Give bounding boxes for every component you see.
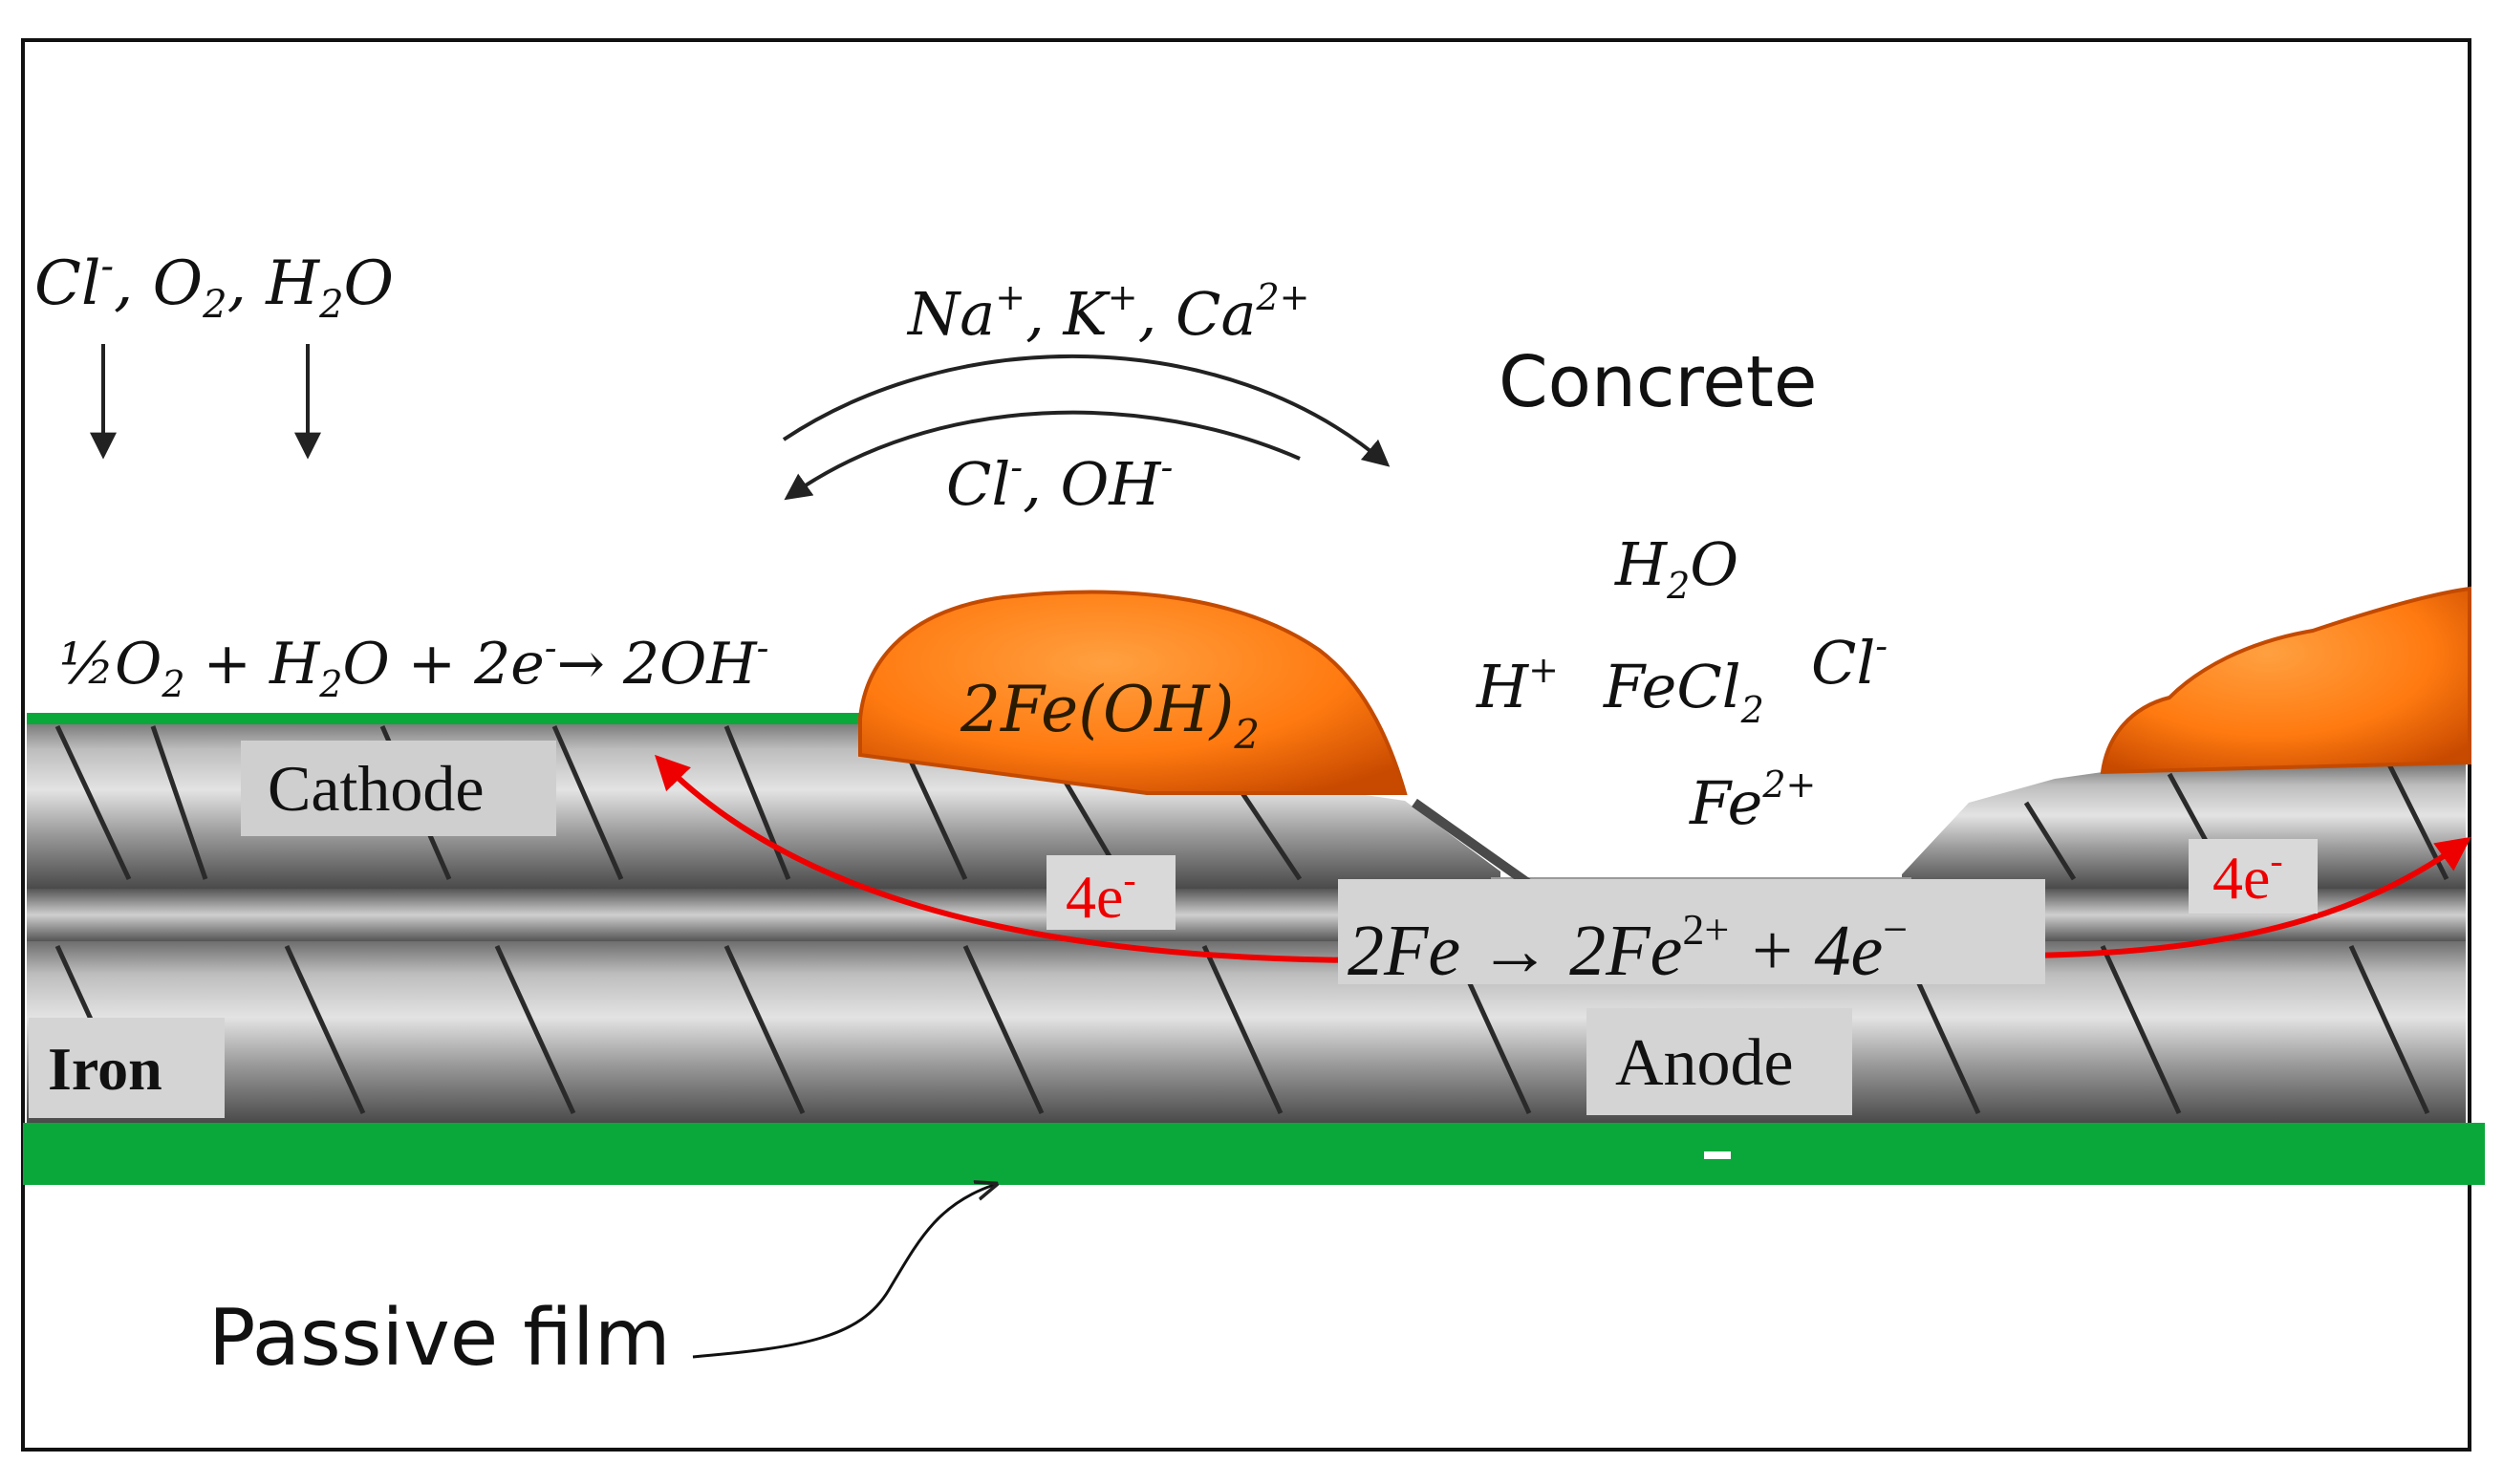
passive-film-label: Passive film — [208, 1293, 671, 1384]
cathode-reaction-text: ½O2 + H2O + 2e-→ 2OH- — [59, 627, 769, 705]
pit-fe2plus: Fe2+ — [1689, 764, 1816, 838]
electron-flow-left-arrow — [654, 754, 1377, 963]
electron-right-label: 4e- — [2212, 839, 2283, 912]
iron-label-box — [29, 1018, 225, 1118]
rebar-seam — [27, 889, 2466, 941]
passive-film-bottom — [23, 1123, 2485, 1185]
cathode-label-box — [241, 741, 556, 836]
anode-reaction-box — [1338, 879, 2045, 984]
anion-migration-text: Cl-, OH- — [946, 446, 1173, 519]
reactants-text: Cl-, O2, H2O — [34, 245, 394, 327]
passive-film-notch — [1704, 1151, 1731, 1159]
rust-label: 2Fe(OH)2 — [960, 673, 1260, 758]
anode-reaction-text: 2Fe → 2Fe2+ + 4e− — [1348, 905, 1908, 991]
electron-left-box — [1047, 855, 1176, 930]
iron-label: Iron — [48, 1035, 162, 1103]
pit-edge — [1412, 798, 1532, 889]
anion-arrow-curve — [784, 410, 1301, 501]
cathode-label: Cathode — [268, 752, 485, 825]
electron-left-label: 4e- — [1066, 858, 1136, 931]
concrete-label: Concrete — [1499, 341, 1817, 423]
electron-right-box — [2189, 839, 2318, 914]
passive-film-pointer — [692, 1185, 994, 1359]
rebar-lower — [27, 941, 2466, 1123]
pit-hplus: H+ — [1476, 649, 1559, 721]
anode-label: Anode — [1615, 1026, 1794, 1100]
cation-arrow-curve — [782, 354, 1391, 467]
anode-label-box — [1586, 1008, 1852, 1115]
pit-chloride: Cl- — [1811, 625, 1888, 698]
electron-flow-right-arrow — [2006, 836, 2471, 958]
rebar-upper-right — [1902, 763, 2466, 889]
rust-deposit-right — [2100, 586, 2471, 775]
rust-deposit-left — [858, 590, 1408, 795]
cation-migration-text: Na+, K+, Ca2+ — [906, 276, 1310, 349]
pit-water: H2O — [1614, 529, 1738, 607]
pit-fecl2: FeCl2 — [1603, 652, 1764, 731]
